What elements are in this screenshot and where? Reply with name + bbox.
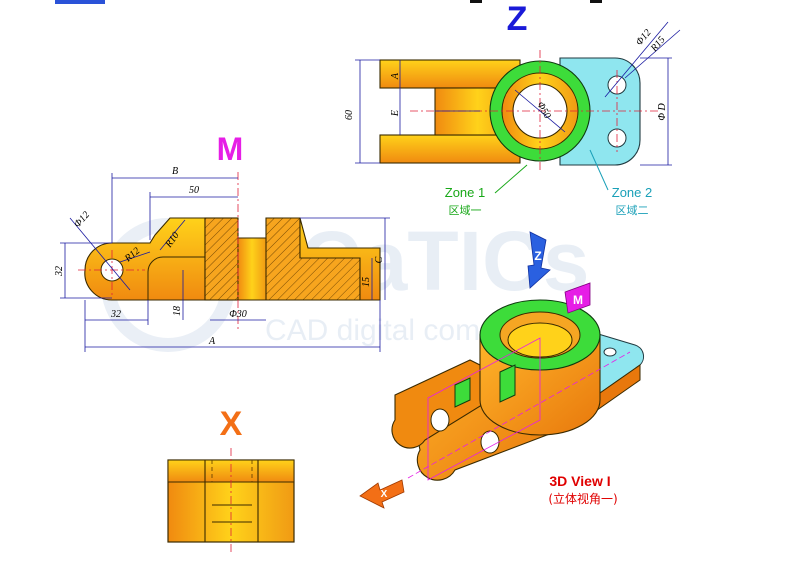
side-view [167,448,295,552]
front-bore [237,237,267,301]
dim-d: Φ D [657,103,668,121]
leader-d50 [514,89,566,133]
iso-section-plane [427,337,541,481]
front-leader-r10 [159,219,186,251]
front-dim-50: 50 [189,185,199,196]
view-arrows: Z M X [359,231,591,509]
front-dim-d30: Φ30 [229,309,247,320]
front-leader-d12 [69,217,131,291]
front-hatch-left [204,217,239,301]
zone1-label: Zone 1 [445,185,485,200]
front-right-step [299,217,381,301]
x-direction-arrow [359,479,405,509]
dim-a: A [390,72,401,80]
view3d-title: 3D View I [549,473,610,489]
iso-axis-line [407,351,631,479]
front-dim-32v: 32 [54,266,65,277]
front-dim-18: 18 [172,306,183,316]
view-x-label: X [220,405,243,443]
front-leader-r12 [119,251,151,263]
front-dim-32h: 32 [110,309,121,320]
x-arrow-letter: X [381,489,388,500]
front-view: B 50 Φ12 R10 R12 32 C 15 18 32 [54,166,390,352]
iso-slot-tab-1 [499,364,516,403]
view-m-label: M [217,131,244,167]
front-dim-b: B [172,166,178,177]
zone1-leader [494,164,528,194]
view3d-subtitle: (立体视角一) [548,491,617,506]
front-dim-a: A [208,336,216,347]
iso-view [391,299,644,481]
iso-eye-1 [430,408,450,432]
z-direction-arrow [527,231,551,289]
iso-flange-hole [603,347,617,357]
leader-r15 [624,29,681,79]
dim-r15: R15 [648,35,667,55]
leader-d12 [604,21,669,98]
z-arrow-letter: Z [534,249,541,263]
zone2-leader [589,149,609,191]
top-left-artifact [55,0,105,4]
front-dim-15: 15 [361,277,372,287]
zone1-cn: 区域一 [449,204,482,217]
dim-60: 60 [344,110,355,120]
top-artifact-2 [590,0,602,3]
top-view: 60 A E Φ D Φ12 R15 Φ50 [344,21,681,172]
iso-slot-tab-2 [454,377,471,408]
dim-e: E [390,110,401,117]
m-direction-marker [564,282,591,314]
m-marker-letter: M [573,293,583,307]
front-dim-d12: Φ12 [72,210,92,230]
zones: Zone 1 区域一 Zone 2 区域二 [445,149,652,217]
front-fillet [147,256,205,300]
top-artifact-1 [470,0,482,3]
front-dim-c: C [374,256,385,263]
zone2-label: Zone 2 [612,185,652,200]
zone2-cn: 区域二 [616,204,649,217]
iso-eye-2 [480,430,500,454]
view-z-label: Z [507,0,528,38]
